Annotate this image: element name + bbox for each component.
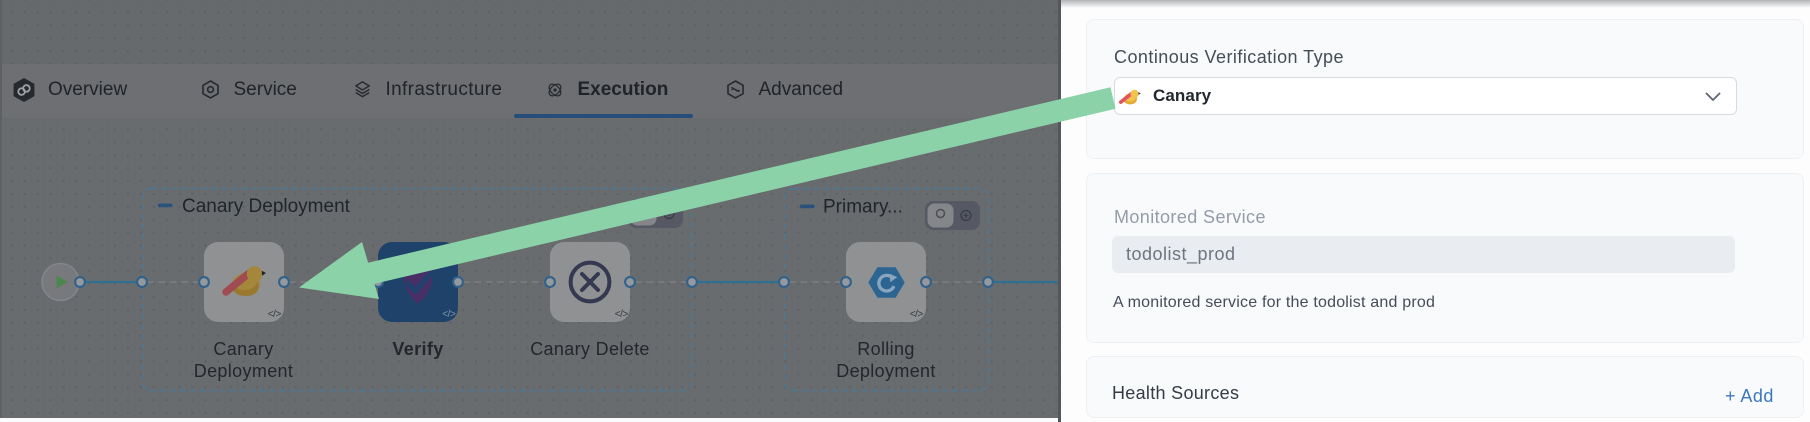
svg-text:</>: </> [268,309,282,320]
svg-text:Canary Delete: Canary Delete [530,339,650,359]
svg-text:Rolling: Rolling [857,339,914,359]
svg-text:Deployment: Deployment [836,361,936,381]
svg-text:Canary: Canary [213,339,273,359]
svg-text:Canary Deployment: Canary Deployment [182,196,351,217]
svg-text:Primary...: Primary... [823,197,903,218]
svg-text:</>: </> [442,309,456,320]
svg-text:</>: </> [615,309,629,320]
svg-text:</>: </> [910,309,924,320]
svg-text:Deployment: Deployment [194,361,294,381]
svg-text:Verify: Verify [392,339,443,359]
